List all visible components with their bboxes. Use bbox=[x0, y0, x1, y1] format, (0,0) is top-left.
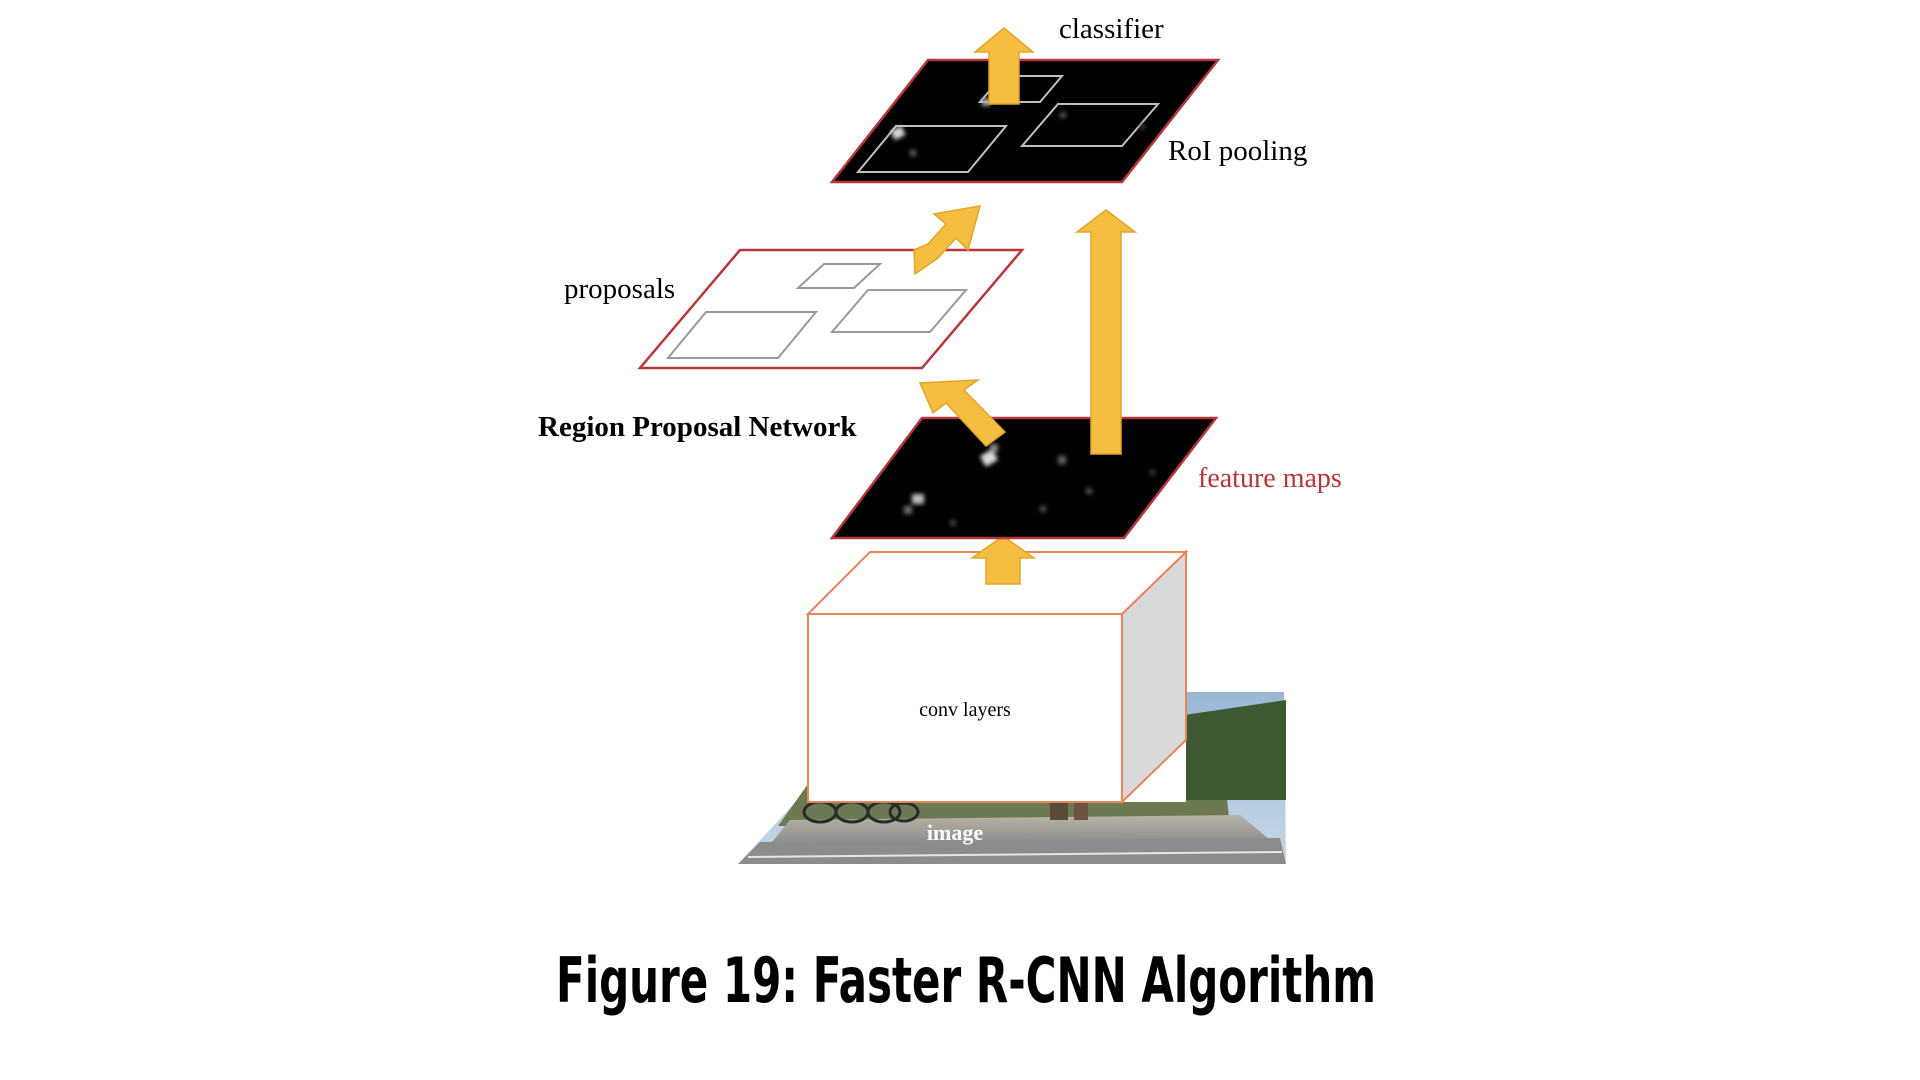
roi-pooling-plane: RoI pooling bbox=[829, 58, 1307, 184]
conv-layers-label: conv layers bbox=[919, 699, 1011, 721]
proposals-label: proposals bbox=[564, 273, 675, 305]
conv-layers-box: conv layers bbox=[805, 549, 1189, 805]
rpn-label: Region Proposal Network bbox=[538, 411, 857, 443]
arrow-roi-to-classifier bbox=[972, 27, 1036, 105]
arrow-features-to-roi bbox=[1074, 209, 1138, 455]
feature-maps-label: feature maps bbox=[1198, 463, 1342, 494]
figure-caption: Figure 19: Faster R-CNN Algorithm bbox=[556, 944, 1376, 1017]
feature-maps-plane: feature maps bbox=[829, 416, 1342, 540]
roi-pooling-label: RoI pooling bbox=[1168, 135, 1307, 167]
arrow-features-to-proposals bbox=[918, 379, 1007, 448]
image-label: image bbox=[927, 820, 983, 845]
proposals-plane: proposals bbox=[564, 248, 1025, 370]
arrow-proposals-to-roi bbox=[913, 205, 982, 276]
arrow-conv-to-features bbox=[969, 535, 1037, 585]
classifier-label: classifier bbox=[1059, 13, 1164, 45]
